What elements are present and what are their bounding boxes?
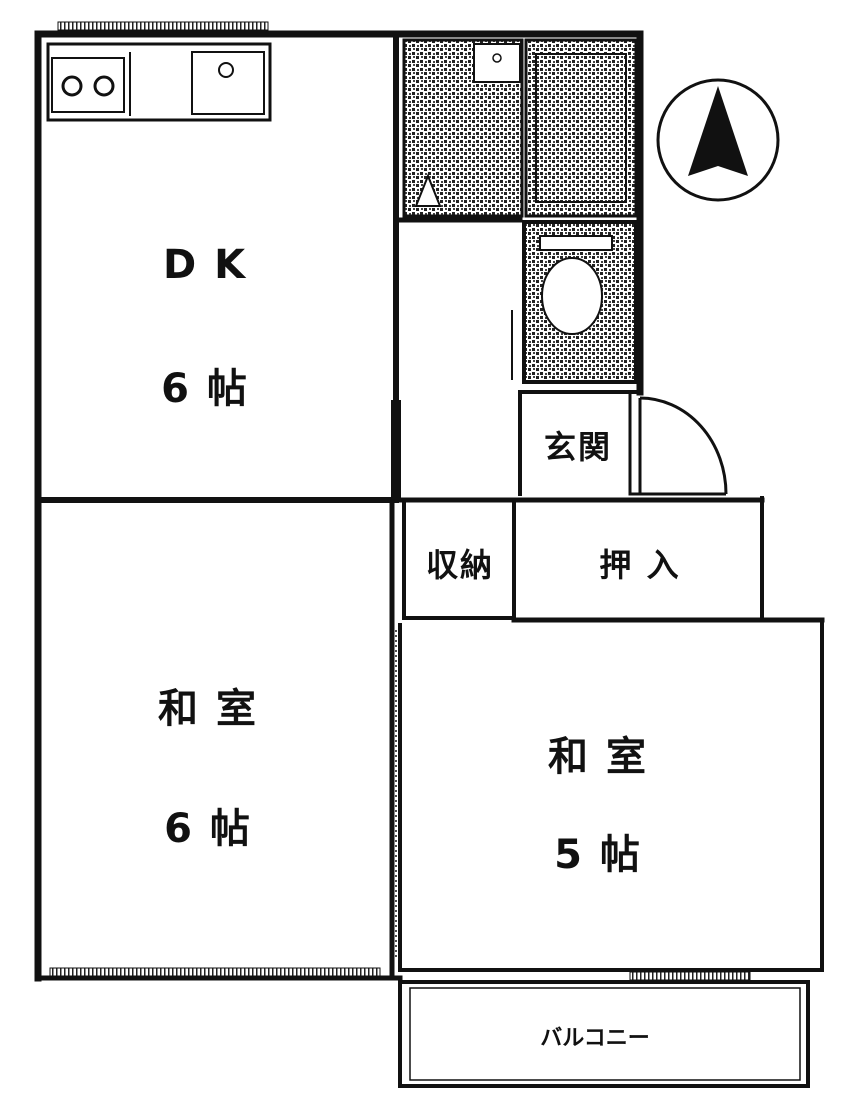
compass — [656, 78, 780, 202]
burner-left-icon — [61, 75, 83, 97]
toilet-bowl — [541, 257, 603, 335]
washitsu-right-name: 和 室 — [548, 734, 648, 780]
shuno-label: 収納 — [425, 546, 494, 584]
burner-right-icon — [93, 75, 115, 97]
balcony-label: バルコニー — [540, 1026, 650, 1051]
wash-basin-drain — [492, 53, 502, 63]
entrance-door — [630, 396, 728, 496]
window-top-kitchen — [57, 21, 269, 31]
door-marks — [146, 400, 401, 960]
window-bottom-right — [629, 971, 751, 981]
washitsu-left-size: 6 帖 — [164, 806, 252, 852]
window-bottom-left — [49, 967, 381, 977]
genkan-label: 玄関 — [543, 428, 612, 466]
oshiire-label: 押 入 — [599, 546, 681, 584]
dk-size: 6 帖 — [161, 366, 249, 412]
north-arrow-icon — [688, 86, 748, 176]
kitchen-sink — [191, 51, 265, 115]
wash-basin — [473, 43, 521, 83]
toilet-tank — [539, 235, 613, 251]
dk-name: D K — [162, 242, 248, 288]
bathtub — [535, 53, 627, 203]
washing-machine-mark — [414, 173, 442, 207]
washitsu-right-size: 5 帖 — [554, 832, 642, 878]
balcony-outline — [398, 980, 810, 1088]
exterior-walls — [34, 30, 825, 982]
interior-walls — [35, 31, 765, 981]
sink-faucet — [218, 62, 234, 78]
washitsu-left-name: 和 室 — [158, 686, 258, 732]
